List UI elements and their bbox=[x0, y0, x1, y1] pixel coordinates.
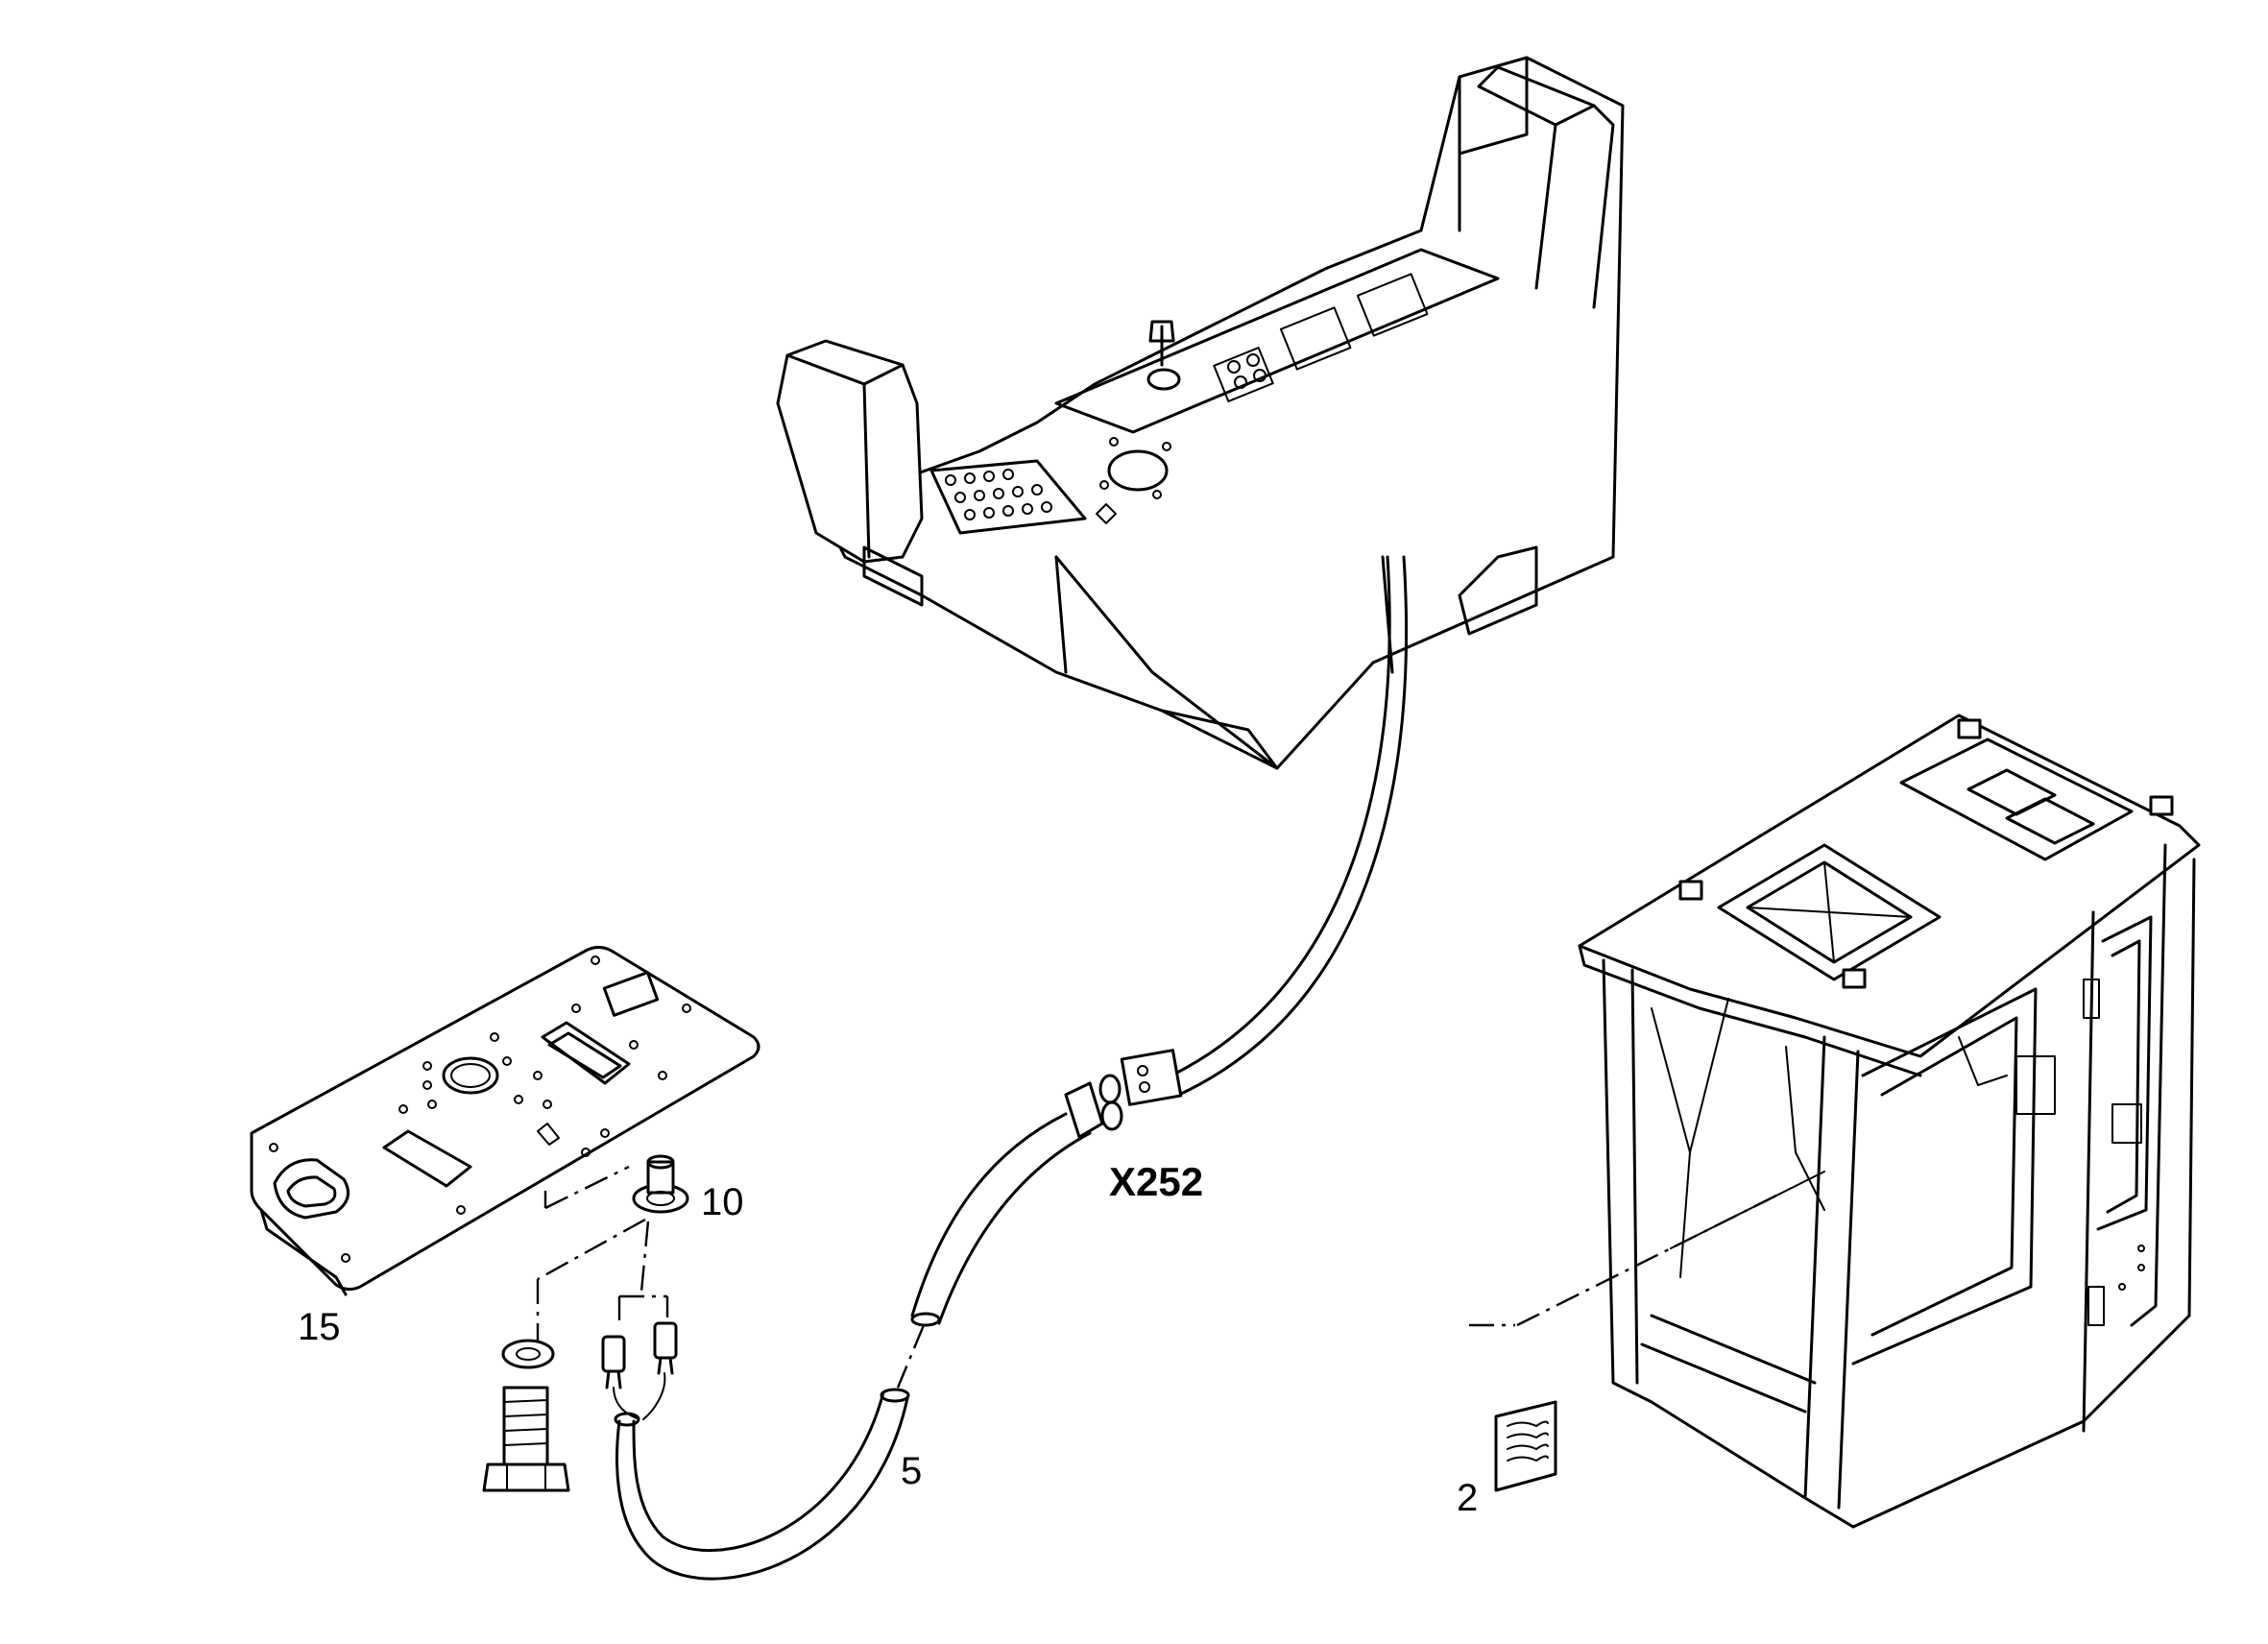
perforation-holes bbox=[945, 469, 1052, 520]
part-label-10: 10 bbox=[701, 1181, 744, 1223]
decal-2 bbox=[1469, 1194, 1777, 1492]
operator-cab bbox=[1578, 713, 2201, 1529]
cable-harness bbox=[614, 555, 1409, 1581]
connector-label-x252: X252 bbox=[1109, 1159, 1203, 1204]
terminal-pins bbox=[601, 1321, 678, 1420]
plate-holes bbox=[269, 955, 691, 1263]
fastener-10 bbox=[536, 1154, 689, 1344]
part-label-5: 5 bbox=[901, 1450, 922, 1492]
part-label-15: 15 bbox=[298, 1306, 341, 1348]
part-label-2: 2 bbox=[1457, 1477, 1478, 1519]
washer-and-bolt bbox=[482, 1339, 570, 1492]
mounting-plate-15 bbox=[250, 946, 760, 1296]
operator-console bbox=[776, 56, 1625, 770]
